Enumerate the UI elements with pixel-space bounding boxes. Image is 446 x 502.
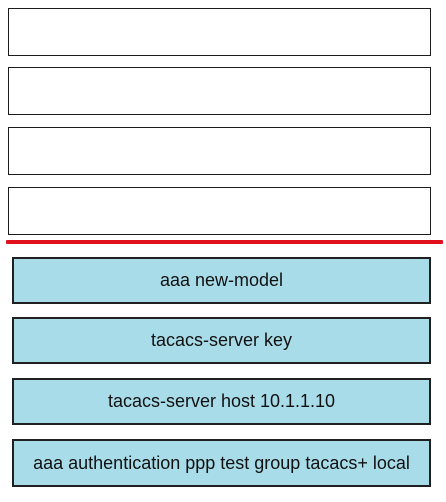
target-slot-4[interactable] [8, 187, 431, 235]
drag-item-label: aaa authentication ppp test group tacacs… [33, 452, 410, 473]
drag-item-aaa-new-model[interactable]: aaa new-model [12, 257, 431, 304]
drag-item-label: tacacs-server host 10.1.1.10 [107, 391, 336, 411]
drag-item-aaa-authentication-ppp[interactable]: aaa authentication ppp test group tacacs… [12, 439, 431, 487]
target-slot-2[interactable] [8, 67, 431, 115]
drag-item-label: aaa new-model [159, 270, 284, 290]
section-divider [6, 240, 443, 244]
target-slot-3[interactable] [8, 127, 431, 175]
drag-item-tacacs-server-host[interactable]: tacacs-server host 10.1.1.10 [12, 378, 431, 425]
target-slot-1[interactable] [8, 8, 431, 56]
drag-item-label: tacacs-server key [150, 330, 293, 350]
drag-item-tacacs-server-key[interactable]: tacacs-server key [12, 317, 431, 364]
